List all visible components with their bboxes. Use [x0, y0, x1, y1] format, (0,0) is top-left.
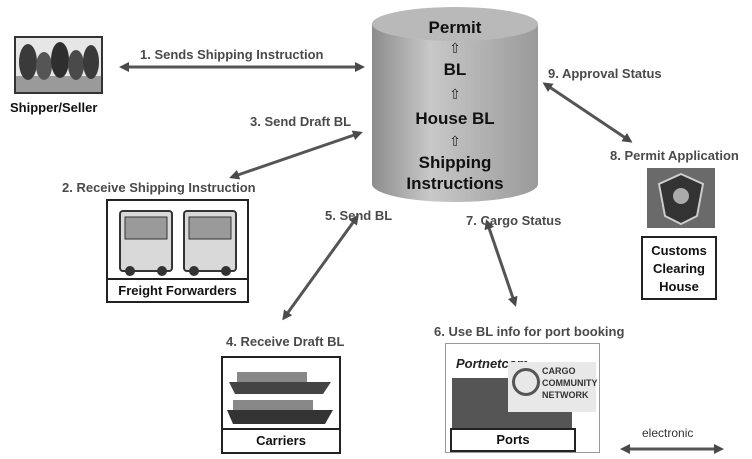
up-arrow-icon: ⇧ [449, 40, 461, 56]
ccn-logo-icon [512, 368, 540, 396]
ports-box: Portnetcom CARGO COMMUNITY NETWORK Ports [445, 343, 600, 453]
carriers-label: Carriers [223, 428, 339, 452]
step-9-label: 9. Approval Status [548, 66, 662, 81]
ports-label: Ports [450, 428, 576, 452]
up-arrow-icon: ⇧ [449, 133, 461, 149]
step-1-label: 1. Sends Shipping Instruction [140, 47, 324, 62]
central-database [370, 4, 540, 204]
db-item-instructions: Instructions [406, 174, 504, 193]
arrow-ports-db [484, 219, 518, 307]
step-4-label: 4. Receive Draft BL [226, 334, 345, 349]
db-item-bl: BL [443, 60, 467, 79]
customs-label-line-1: Customs [651, 243, 707, 258]
ccn-logo: CARGO COMMUNITY NETWORK [508, 362, 598, 412]
carriers-box: Carriers [221, 356, 341, 454]
shipper-image [14, 36, 103, 94]
crest-icon [657, 172, 705, 226]
database-cylinder-icon [372, 7, 538, 202]
customs-label-line-2: Clearing [652, 261, 705, 276]
shipper-label: Shipper/Seller [10, 100, 98, 115]
trucks-icon [119, 210, 237, 276]
freight-forwarders-label: Freight Forwarders [108, 278, 247, 301]
step-8-label: 8. Permit Application [610, 148, 739, 163]
db-item-house-bl: House BL [415, 109, 495, 128]
freight-forwarders-box: Freight Forwarders [106, 199, 249, 303]
arrow-customs-db [542, 82, 633, 143]
customs-label-line-3: House [659, 279, 699, 294]
arrow-carriers-db [282, 214, 359, 321]
up-arrow-icon: ⇧ [449, 86, 461, 102]
ccn-line-3: NETWORK [542, 390, 589, 400]
ships-icon [227, 372, 333, 424]
db-item-shipping: Shipping [418, 153, 492, 172]
customs-box: Customs Clearing House [641, 236, 717, 300]
step-5-label: 5. Send BL [325, 208, 393, 223]
step-7-label: 7. Cargo Status [466, 213, 562, 228]
db-item-permit: Permit [428, 18, 482, 37]
step-3-label: 3. Send Draft BL [250, 114, 352, 129]
step-6-label: 6. Use BL info for port booking [434, 324, 625, 339]
step-2-label: 2. Receive Shipping Instruction [62, 180, 256, 195]
arrow-freight-db [229, 130, 363, 180]
legend-label: electronic [642, 426, 694, 440]
customs-crest [647, 168, 715, 228]
ccn-line-2: COMMUNITY [542, 378, 598, 388]
trees-icon [16, 42, 101, 92]
ccn-line-1: CARGO [542, 366, 576, 376]
